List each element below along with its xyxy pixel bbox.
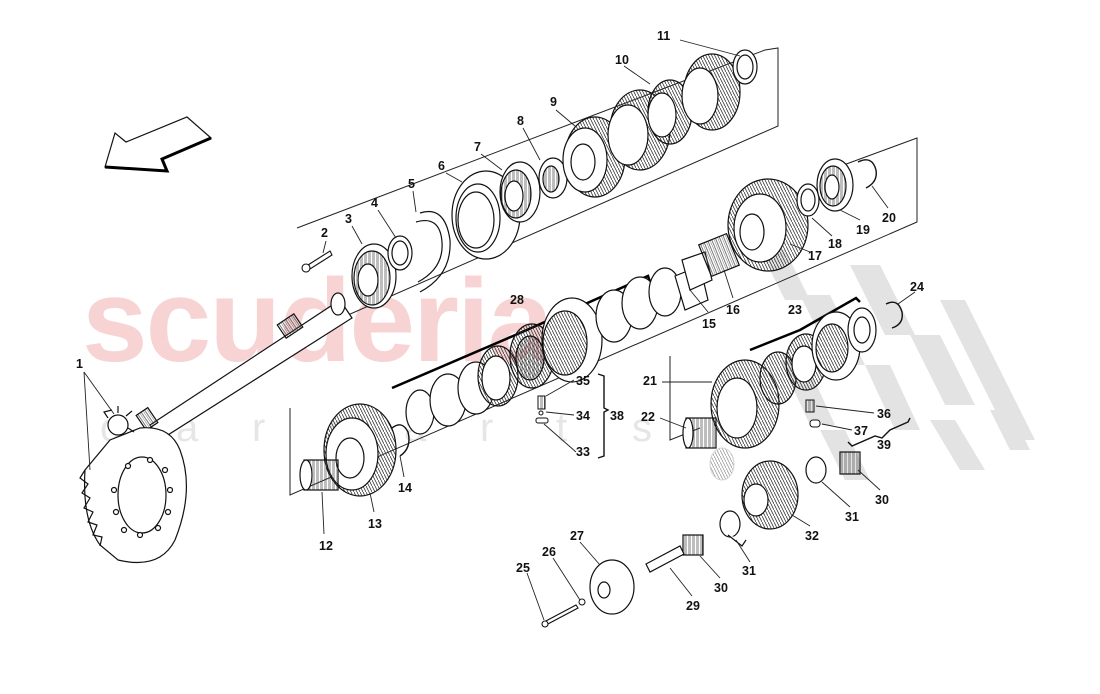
callout-20: 20 — [882, 211, 896, 225]
bearing-part-22 — [682, 417, 717, 449]
watermark-letter: s — [632, 406, 652, 450]
callout-7: 7 — [474, 140, 481, 154]
callout-32: 32 — [805, 529, 819, 543]
callout-3: 3 — [345, 212, 352, 226]
callout-37: 37 — [854, 424, 868, 438]
callout-33: 33 — [576, 445, 590, 459]
gear-part-10b — [681, 53, 741, 131]
callout-38: 38 — [610, 409, 624, 423]
callout-14: 14 — [398, 481, 412, 495]
bracket-middle-group — [289, 137, 918, 496]
bearing-part-3 — [351, 243, 397, 309]
bearing-part-19 — [816, 158, 854, 212]
thrust-washer-part-31 — [719, 456, 827, 547]
bearing-part-16 — [697, 232, 741, 278]
bolt-part-2 — [301, 250, 333, 273]
callout-23: 23 — [788, 303, 802, 317]
detent-spring-ball — [535, 395, 549, 424]
callout-13: 13 — [368, 517, 382, 531]
bushing-part-30 — [682, 451, 861, 556]
detent-parts-36-37 — [805, 399, 821, 428]
circlip-part-24 — [885, 301, 903, 329]
callout-12: 12 — [319, 539, 333, 553]
callout-25: 25 — [516, 561, 530, 575]
brace-38 — [597, 373, 610, 459]
circlip-part-20 — [857, 159, 877, 189]
bracket-upper-group — [296, 47, 779, 334]
crown-wheel-pinion — [79, 406, 187, 564]
callout-24: 24 — [910, 280, 924, 294]
ring-part-11 — [732, 49, 758, 85]
callout-10: 10 — [615, 53, 629, 67]
callout-35: 35 — [576, 374, 590, 388]
watermark-letter: r — [480, 406, 494, 450]
callout-8: 8 — [517, 114, 524, 128]
pump-part-27 — [589, 559, 635, 615]
callout-28: 28 — [510, 293, 524, 307]
callout-5: 5 — [408, 177, 415, 191]
bearing-part-12 — [299, 459, 339, 491]
callout-34: 34 — [576, 409, 590, 423]
callout-16: 16 — [726, 303, 740, 317]
callout-21: 21 — [643, 374, 657, 388]
callout-31a: 31 — [742, 564, 756, 578]
gear-part-10 — [647, 79, 693, 145]
callout-9: 9 — [550, 95, 557, 109]
circlip-part-14 — [391, 424, 410, 457]
watermark-letter: r — [252, 406, 266, 450]
callout-39: 39 — [877, 438, 891, 452]
bearing-part-7 — [499, 161, 541, 223]
ring-part-8 — [538, 157, 568, 199]
callout-36: 36 — [877, 407, 891, 421]
synchro-assembly-part-23 — [759, 307, 877, 405]
ring-part-18 — [796, 183, 820, 217]
callout-30a: 30 — [714, 581, 728, 595]
sleeve-part-15 — [681, 251, 713, 291]
watermark-letter: t — [556, 406, 568, 450]
callout-27: 27 — [570, 529, 584, 543]
main-shaft — [135, 292, 353, 441]
callout-19: 19 — [856, 223, 870, 237]
callout-29: 29 — [686, 599, 700, 613]
callout-18: 18 — [828, 237, 842, 251]
reverse-idler-ghost — [709, 447, 735, 481]
gear-part-32 — [741, 460, 799, 530]
callout-31b: 31 — [845, 510, 859, 524]
callout-26: 26 — [542, 545, 556, 559]
callout-11: 11 — [657, 29, 671, 43]
callout-6: 6 — [438, 159, 445, 173]
gear-part-13 — [323, 403, 397, 497]
brace-39 — [847, 417, 911, 447]
synchro-assembly-part-28 — [405, 265, 709, 435]
callout-30b: 30 — [875, 493, 889, 507]
callout-1: 1 — [76, 357, 83, 371]
seal-part-4 — [387, 235, 413, 271]
gasket-part-5 — [415, 211, 451, 293]
callout-22: 22 — [641, 410, 655, 424]
bolt-part-25 — [541, 604, 579, 628]
callout-2: 2 — [321, 226, 328, 240]
washer-part-26 — [578, 598, 586, 606]
shaft-part-29 — [645, 545, 685, 573]
direction-arrow-icon — [104, 116, 213, 173]
gear-part-17 — [727, 178, 809, 272]
callout-15: 15 — [702, 317, 716, 331]
leader-lines — [83, 39, 916, 621]
callout-17: 17 — [808, 249, 822, 263]
callout-4: 4 — [371, 196, 378, 210]
